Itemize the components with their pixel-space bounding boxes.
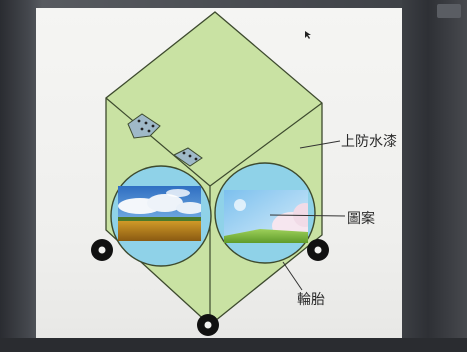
- label-tire: 輪胎: [297, 292, 325, 308]
- tire-icon: [91, 239, 113, 261]
- leader-line-pattern: [269, 214, 346, 217]
- monitor-bezel-bottom: [0, 338, 467, 352]
- label-pattern: 圖案: [347, 211, 375, 227]
- box-edge-left: [105, 97, 211, 187]
- leader-line-paint: [299, 140, 341, 149]
- tire-icon: [197, 314, 219, 336]
- hinge-plate-icon: [127, 113, 161, 139]
- monitor-bezel-right: [402, 0, 467, 352]
- label-waterproof-paint: 上防水漆: [341, 134, 397, 150]
- box-edge-right: [209, 102, 323, 187]
- hinge-plate-icon: [173, 147, 203, 167]
- taskbar-icon: [437, 4, 461, 18]
- sunflower-field-photo: [118, 186, 201, 241]
- tire-icon: [307, 239, 329, 261]
- box-shape: [105, 11, 323, 326]
- cherry-blossom-photo: [224, 190, 308, 243]
- mouse-cursor-icon: [305, 31, 311, 39]
- leader-line-tire: [282, 261, 303, 291]
